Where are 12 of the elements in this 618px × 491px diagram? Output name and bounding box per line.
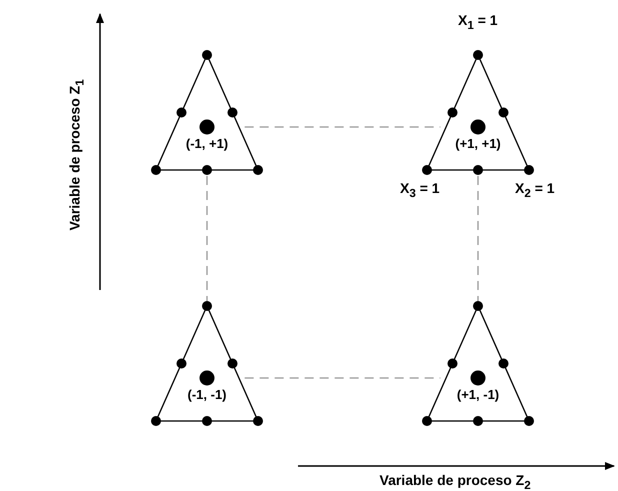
dashed-connector xyxy=(477,176,479,301)
point-label: (-1, -1) xyxy=(186,387,228,402)
point-label: (+1, -1) xyxy=(456,387,500,402)
point-label: (+1, +1) xyxy=(454,136,502,151)
vertex-label: X$_{3}$ = 1 xyxy=(400,180,440,200)
point-label: (-1, +1) xyxy=(184,136,230,151)
axis-label: Variable de proceso Z$_{2}$ xyxy=(380,472,531,491)
vertex-label: X$_{2}$ = 1 xyxy=(515,180,555,200)
dashed-connector xyxy=(206,176,208,301)
dashed-connector xyxy=(244,126,440,128)
vertex-label: X$_{1}$ = 1 xyxy=(458,12,498,32)
dashed-connector xyxy=(244,377,440,379)
